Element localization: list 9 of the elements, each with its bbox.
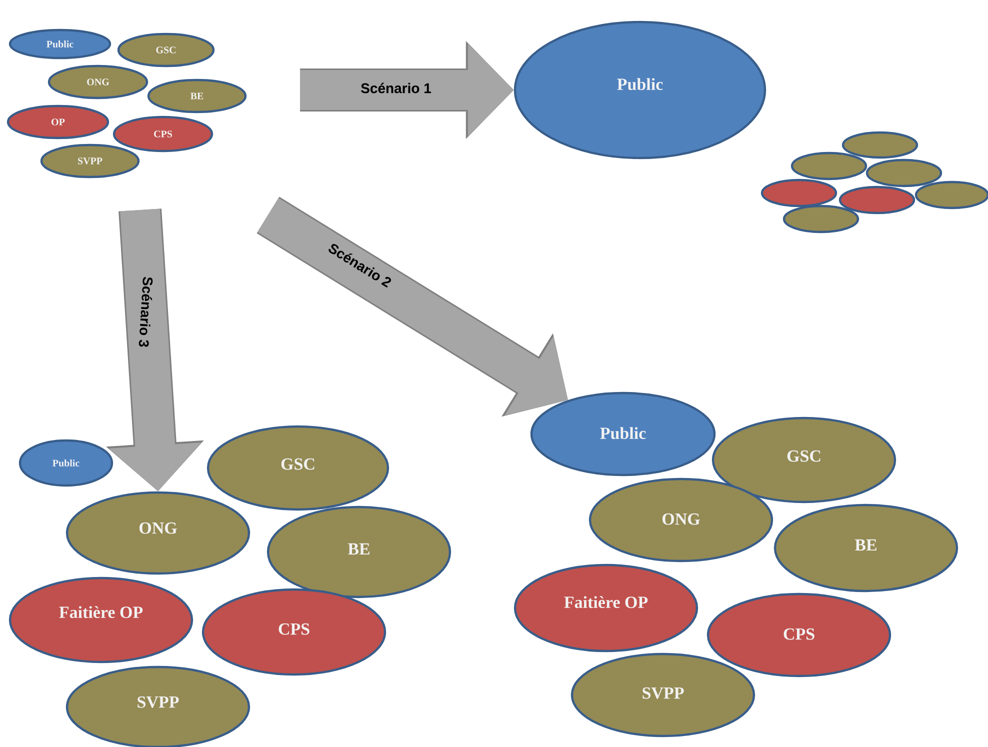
empty-ellipse — [782, 204, 860, 234]
empty-ellipse — [914, 180, 988, 210]
edge-label: Scénario 1 — [360, 82, 432, 94]
empty-ellipse — [760, 178, 838, 208]
edge-label: Scénario 3 — [138, 275, 154, 349]
empty-ellipse — [842, 131, 918, 159]
empty-ellipse — [838, 186, 916, 214]
empty-ellipse — [790, 152, 868, 180]
empty-ellipse — [866, 158, 942, 188]
